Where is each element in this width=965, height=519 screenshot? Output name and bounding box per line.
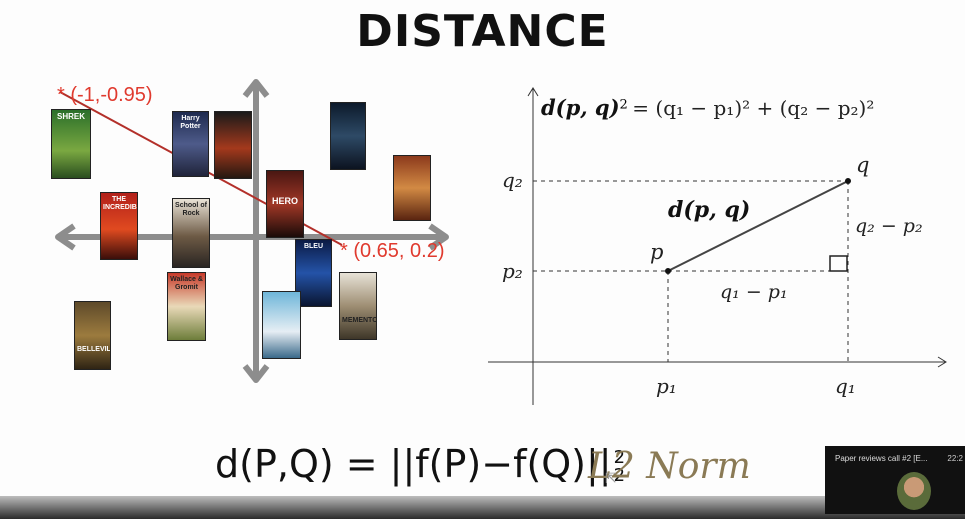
point-q-label: q [856,153,870,177]
q2-axis-label: q₂ [502,168,523,192]
dy-label: q₂ − p₂ [855,215,923,237]
point-b-label: * (0.65, 0.2) [340,240,445,262]
poster-life-aquatic [262,291,301,359]
poster-crouching-tiger [393,155,431,221]
formula-main: d(P,Q) = ||f(P)−f(Q)|| [215,442,612,486]
poster-hero: HERO [266,170,304,238]
poster-shrek: SHREK [51,109,91,179]
distance-diagram [488,87,947,405]
poster-wallace-gromit: Wallace & Gromit [167,272,206,341]
point-p-label: p [650,240,664,264]
formula-lhs: d(p, q) [541,95,620,120]
poster-belleville: BELLEVILLE [74,301,111,370]
formula-rhs: = (q₁ − p₁)² + (q₂ − p₂)² [632,96,875,120]
p2-axis-label: p₂ [502,259,523,283]
video-call-thumbnail[interactable]: Paper reviews call #2 [E... 22:2 [825,446,965,514]
video-call-time: 22:2 [947,454,963,463]
l2-norm-label: L2 Norm [588,446,751,487]
video-call-title: Paper reviews call #2 [E... [835,454,928,463]
poster-star-wars [214,111,252,179]
formula-lhs-exp: 2 [619,97,628,113]
p1-axis-label: p₁ [656,374,677,398]
dx-label: q₁ − p₁ [720,281,788,303]
poster-harry-potter: Harry Potter [172,111,209,177]
poster-incredibles: THE INCREDIBLES [100,192,138,260]
mouse-cursor-icon: ⇱ [605,470,617,486]
bottom-shadow-bar [0,496,965,519]
poster-school-of-rock: School of Rock [172,198,210,268]
slide-title: DISTANCE [356,6,609,57]
segment-label: d(p, q) [668,197,751,223]
poster-dark-knight [330,102,366,170]
pythagoras-formula: d(p, q)2 = (q₁ − p₁)² + (q₂ − p₂)² [541,95,874,120]
participant-avatar [897,472,931,510]
q1-axis-label: q₁ [835,374,856,398]
poster-memento: MEMENTO [339,272,377,340]
poster-blue: BLEU [295,239,332,307]
point-a-label: * (-1,-0.95) [57,84,153,106]
formula-subscript: 2 [613,464,626,486]
formula-exponent: 2 [613,446,626,468]
